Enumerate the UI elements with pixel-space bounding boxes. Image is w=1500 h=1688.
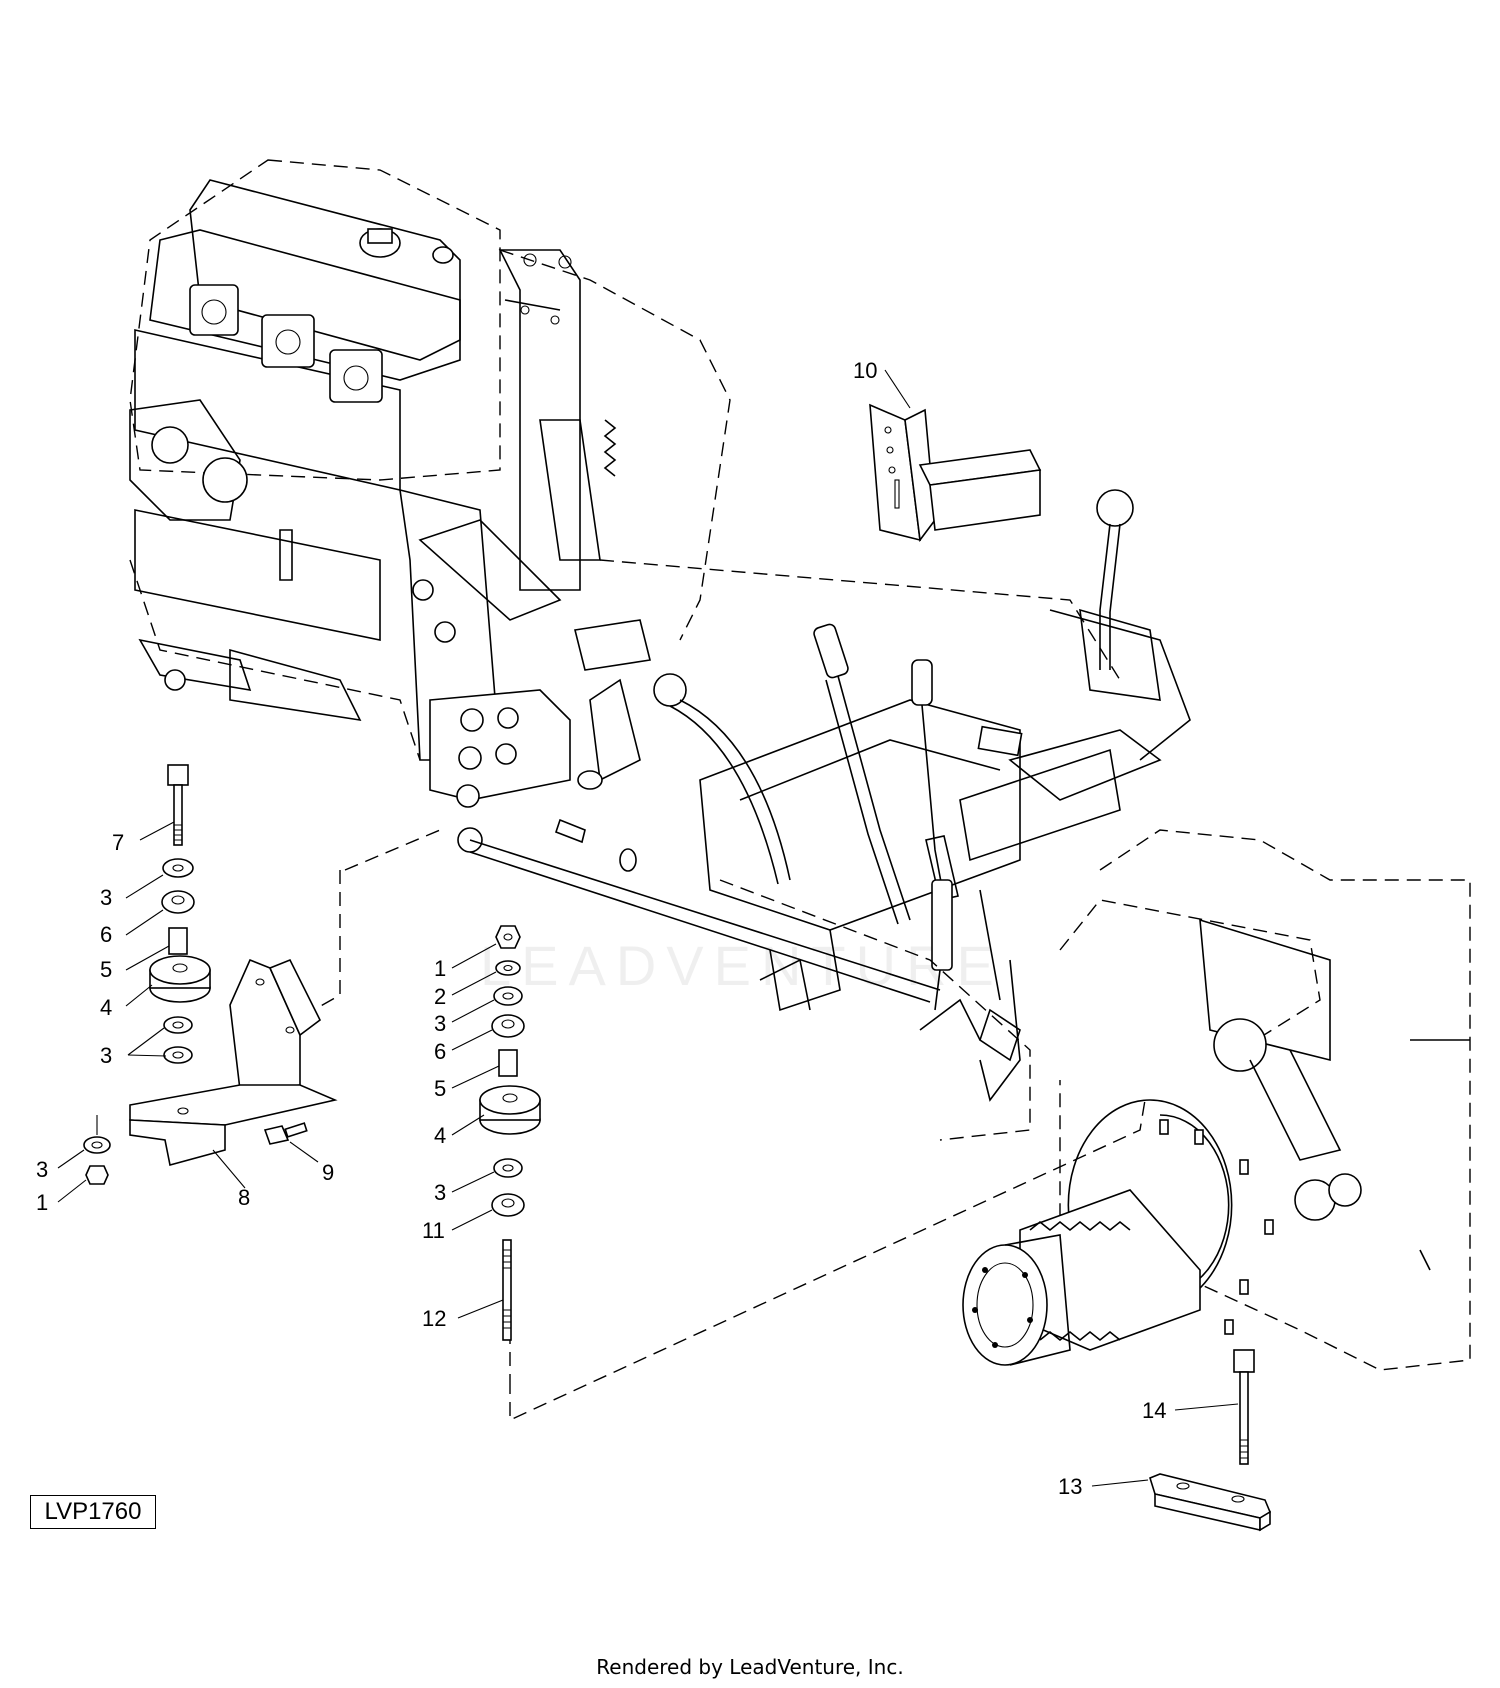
footer-credit: Rendered by LeadVenture, Inc. xyxy=(596,1655,904,1679)
assembly-line-left-top xyxy=(344,829,441,871)
callout-3-pair: 3 xyxy=(100,1043,112,1068)
callout-10: 10 xyxy=(853,358,877,383)
callout-7: 7 xyxy=(112,830,124,855)
part-10-bracket xyxy=(869,369,1042,543)
callout-1-center: 1 xyxy=(434,956,446,981)
callout-14: 14 xyxy=(1142,1398,1166,1423)
callout-3-center-upper: 3 xyxy=(434,1011,446,1036)
engine-block-icon xyxy=(129,159,501,761)
center-mount-stack xyxy=(479,925,541,1341)
callout-13: 13 xyxy=(1058,1474,1082,1499)
callout-11: 11 xyxy=(422,1218,445,1243)
callout-3-upper: 3 xyxy=(100,885,112,910)
callout-2: 2 xyxy=(434,984,446,1009)
assembly-line-center xyxy=(509,1099,1146,1422)
callout-8: 8 xyxy=(238,1185,250,1210)
figure-code-label: LVP1760 xyxy=(30,1495,156,1529)
left-mount-stack xyxy=(83,764,338,1185)
callout-1-left: 1 xyxy=(36,1190,48,1215)
callout-9: 9 xyxy=(322,1160,334,1185)
assembly-line-left xyxy=(304,870,341,1016)
callout-6-left: 6 xyxy=(100,922,112,947)
watermark: LEADVENTURE xyxy=(480,934,1004,997)
callout-6-center: 6 xyxy=(434,1039,446,1064)
callout-3-center-lower: 3 xyxy=(434,1180,446,1205)
part-14-bolt xyxy=(1233,1349,1255,1465)
callout-5-left: 5 xyxy=(100,957,112,982)
callout-12: 12 xyxy=(422,1306,446,1331)
callout-3-lower: 3 xyxy=(36,1157,48,1182)
callout-4-center: 4 xyxy=(434,1123,446,1148)
callout-4-left: 4 xyxy=(100,995,112,1020)
part-13-plate xyxy=(1149,1473,1272,1532)
transmission-housing-icon xyxy=(962,829,1471,1371)
frame-assembly-icon xyxy=(399,249,1191,1141)
callout-5-center: 5 xyxy=(434,1076,446,1101)
